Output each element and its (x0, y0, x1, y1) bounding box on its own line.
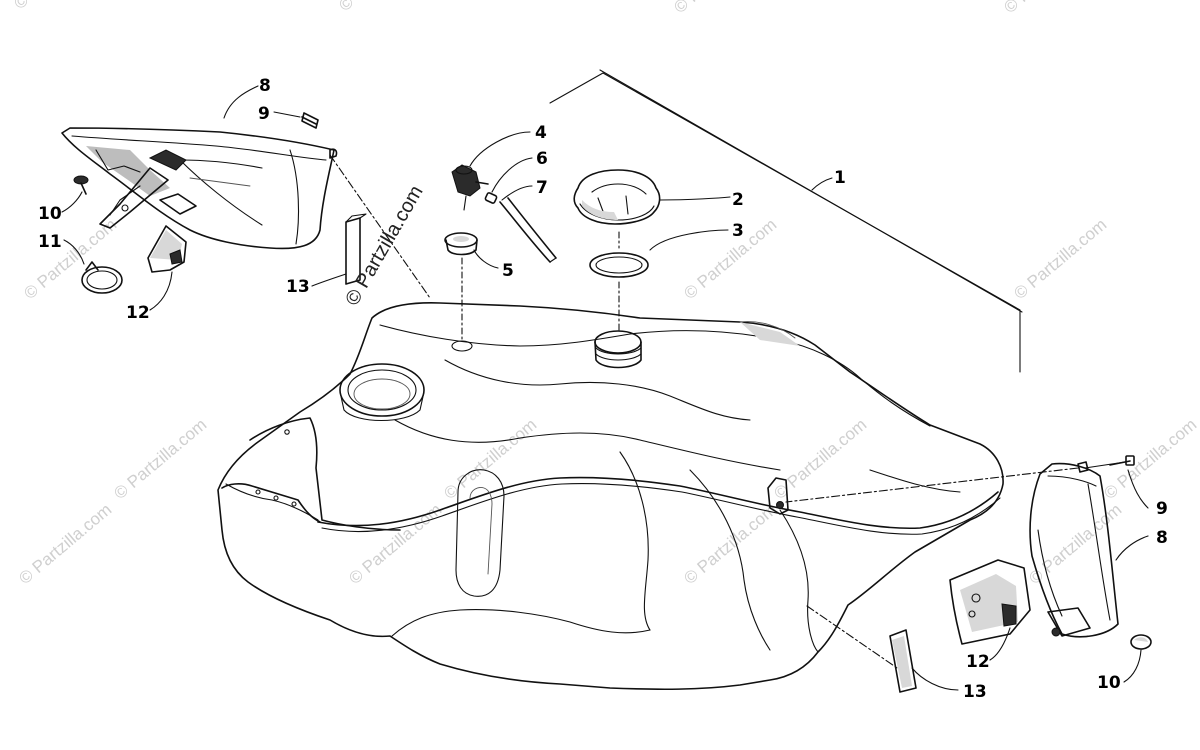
watermark-1: © Partzilla.com (10, 0, 110, 13)
right-heat-shield (1029, 461, 1119, 638)
watermark-15: © Partzilla.com (1100, 415, 1200, 503)
callout-10-right: 10 (1097, 673, 1121, 693)
callout-8-left: 8 (259, 76, 271, 96)
filler-neck (594, 330, 642, 369)
callout-leaders (61, 85, 1149, 691)
right-push-rivet (1130, 634, 1152, 650)
callout-8-right: 8 (1156, 528, 1168, 548)
callout-9-right: 9 (1156, 499, 1168, 519)
callout-13-left: 13 (286, 277, 310, 297)
watermark-7: © Partzilla.com (1010, 215, 1110, 303)
grommet (444, 232, 478, 256)
callout-7: 7 (536, 178, 548, 198)
callout-1: 1 (834, 168, 846, 188)
watermark-6: © Partzilla.com (680, 215, 780, 303)
fuel-tank (217, 302, 1004, 691)
fuel-cap (573, 169, 661, 225)
watermark-center: © Partzilla.com (341, 182, 427, 310)
right-bracket-clip (949, 559, 1031, 645)
tank-filler-ring (339, 363, 425, 417)
watermark-10: © Partzilla.com (680, 500, 780, 588)
callout-9-left: 9 (258, 104, 270, 124)
assembly-bracket (549, 69, 1023, 373)
watermark-8: © Partzilla.com (15, 500, 115, 588)
callout-4: 4 (535, 123, 547, 143)
watermark-12: © Partzilla.com (110, 415, 210, 503)
left-shield-bracket (99, 167, 169, 229)
left-bracket-clip (147, 225, 187, 273)
callout-6: 6 (536, 149, 548, 169)
cap-gasket (589, 252, 649, 278)
watermark-3: © Partzilla.com (670, 0, 770, 17)
left-foam-strip (345, 213, 367, 285)
callout-12-left: 12 (126, 303, 150, 323)
watermark-layer: © Partzilla.com © Partzilla.com © Partzi… (10, 0, 1200, 588)
watermark-14: © Partzilla.com (770, 415, 870, 503)
vent-valve (451, 164, 489, 211)
right-foam-strip (889, 629, 917, 693)
tank-mount-tab (767, 477, 789, 515)
callout-12-right: 12 (966, 652, 990, 672)
callout-5: 5 (502, 261, 514, 281)
watermark-2: © Partzilla.com (335, 0, 435, 15)
watermark-4: © Partzilla.com (1000, 0, 1100, 17)
callout-10-left: 10 (38, 204, 62, 224)
left-heat-shield (61, 127, 338, 250)
left-screw (301, 112, 319, 129)
callout-11: 11 (38, 232, 62, 252)
left-push-rivet (73, 175, 89, 195)
right-screw (1109, 455, 1135, 466)
vent-hose (499, 197, 557, 263)
hose-clamp (81, 261, 123, 294)
vent-hole (451, 340, 473, 352)
callout-2: 2 (732, 190, 744, 210)
callout-labels: 1 2 3 4 5 6 7 8 9 10 11 12 13 8 9 10 12 … (38, 76, 1168, 702)
callout-13-right: 13 (963, 682, 987, 702)
watermark-5: © Partzilla.com (20, 215, 120, 303)
hose-fitting (484, 192, 498, 204)
callout-3: 3 (732, 221, 744, 241)
